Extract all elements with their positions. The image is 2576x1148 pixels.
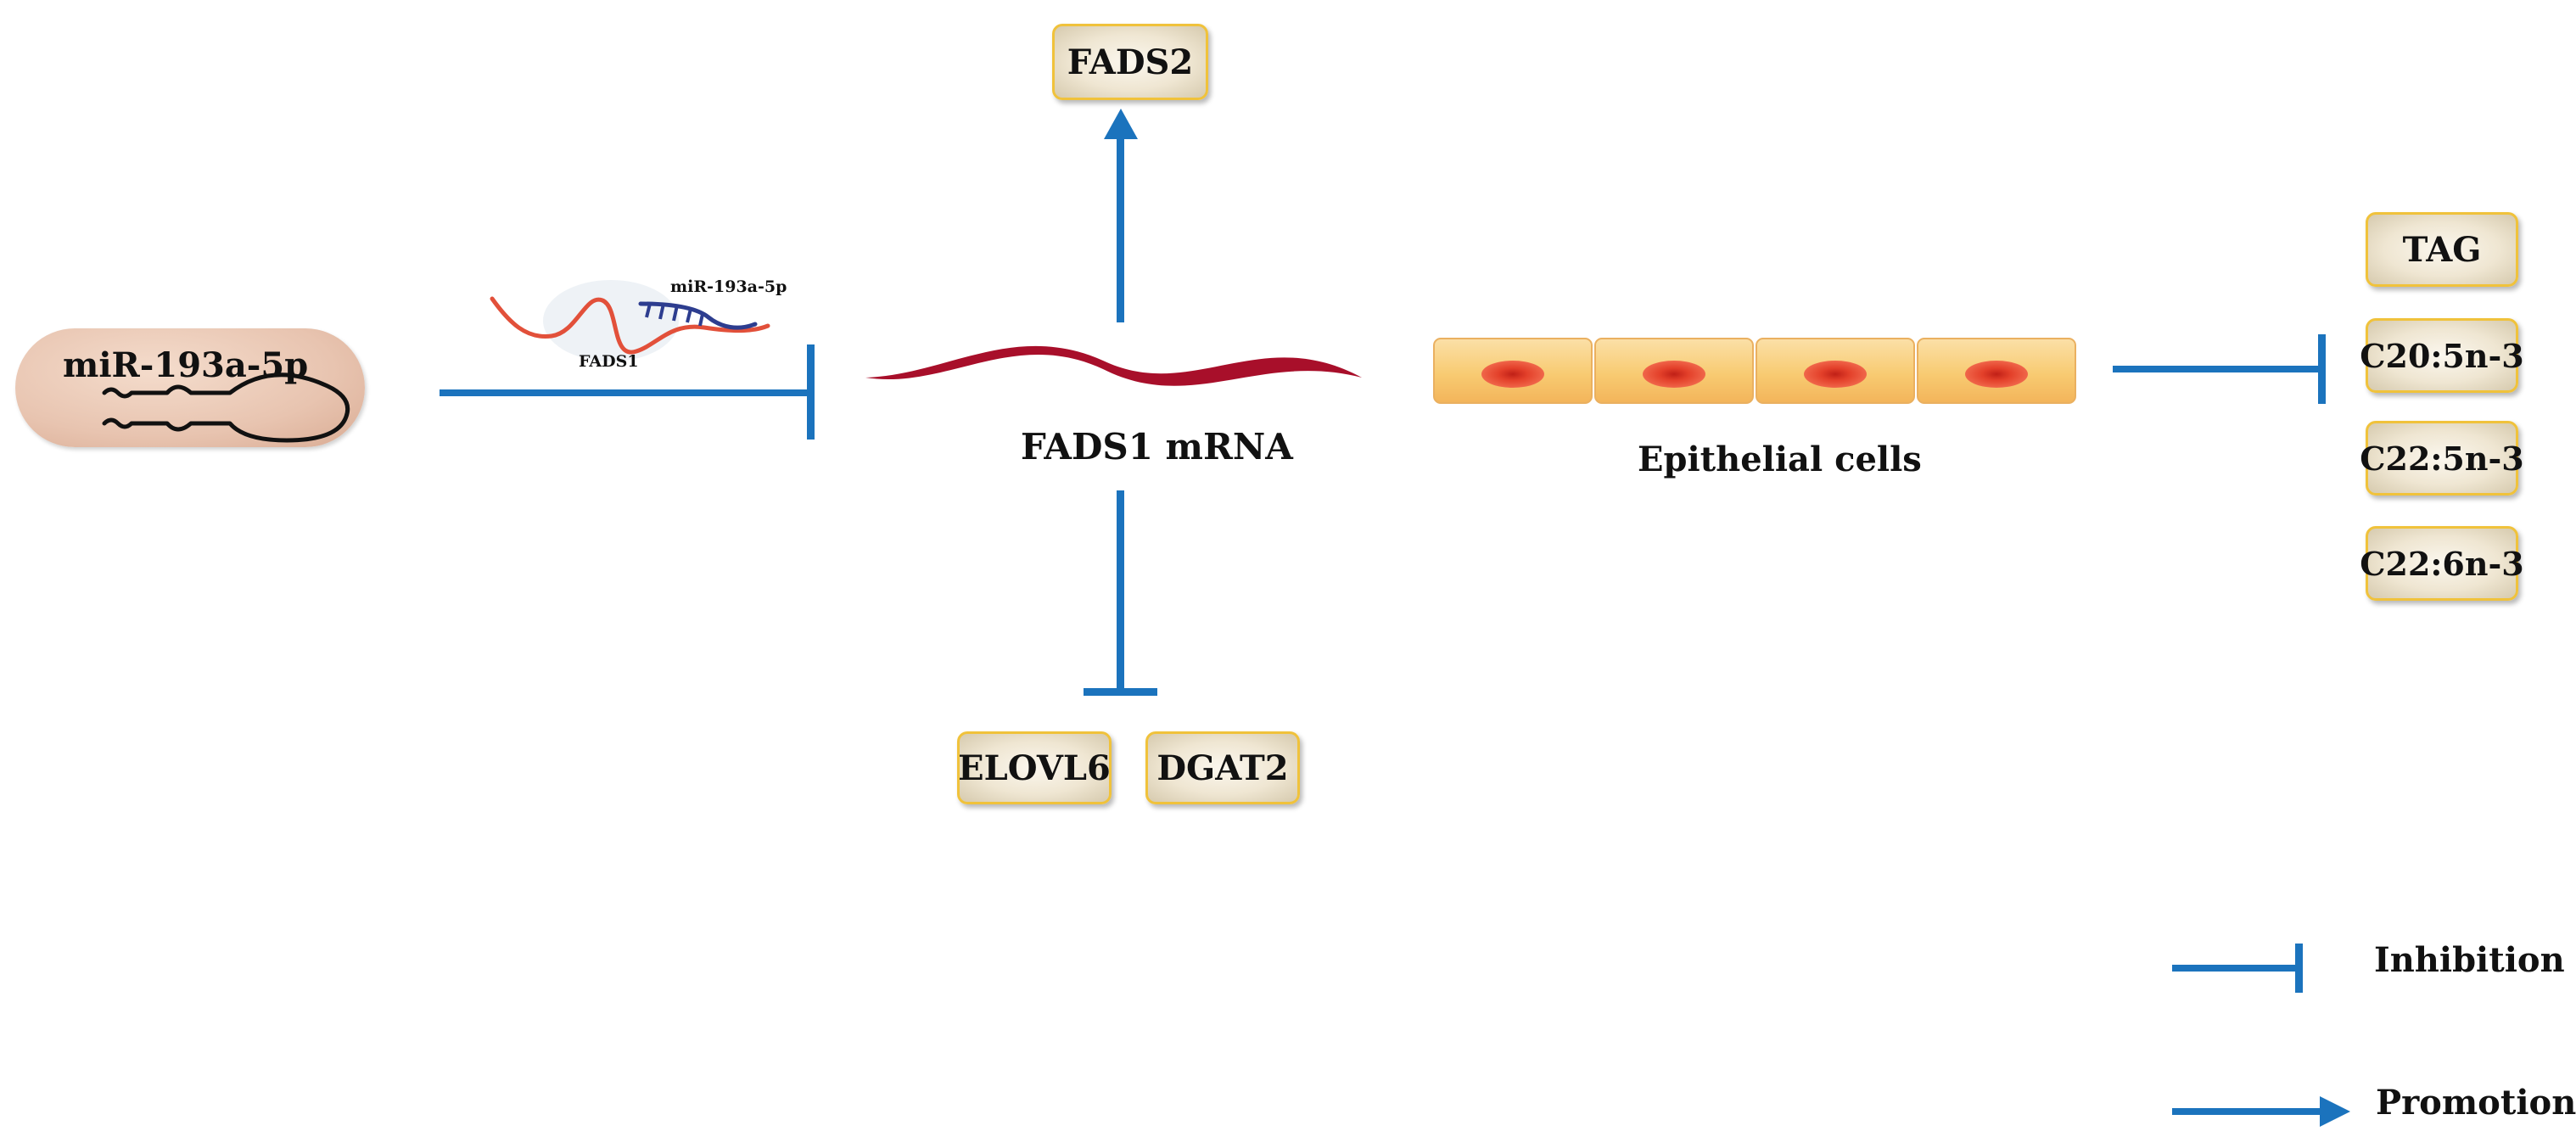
legend-inhibition-shaft: [2172, 965, 2301, 972]
lipid-box-tag: TAG: [2366, 212, 2518, 287]
fads1-mrna-label: FADS1 mRNA: [1021, 426, 1293, 468]
lipid-box-epa: C20:5n-3: [2360, 318, 2524, 393]
mirna-label: miR-193a-5p: [63, 345, 309, 385]
elovl6-box: ELOVL6: [957, 731, 1112, 804]
legend-inhibition-bar: [2295, 944, 2303, 993]
mirna-binding-inset: miR-193a-5p FADS1: [490, 277, 787, 371]
cell-nucleus: [1804, 361, 1867, 388]
promotion-arrow-up-shaft: [1117, 136, 1124, 322]
epithelial-cells-label: Epithelial cells: [1638, 440, 1922, 479]
epithelial-cells-icon: [1433, 338, 2076, 404]
binding-inset-mirna-label: miR-193a-5p: [670, 277, 787, 296]
fads2-box: FADS2: [1052, 24, 1208, 100]
cell-nucleus: [1643, 361, 1705, 388]
inhibition-down-shaft: [1117, 490, 1124, 694]
binding-inset-mrna-label: FADS1: [579, 352, 639, 371]
lipid-inhibition-bar: [2318, 334, 2326, 404]
cell-nucleus: [1481, 361, 1544, 388]
legend-promotion-head: [2320, 1096, 2350, 1127]
legend-inhibition-label: Inhibition: [2374, 940, 2565, 980]
inhibition-arrow-bar: [807, 344, 815, 440]
lipid-box-dha: C22:6n-3: [2360, 526, 2524, 601]
lipid-inhibition-shaft: [2113, 366, 2325, 372]
legend-promotion-label: Promotion: [2376, 1083, 2576, 1123]
binding-inset-mrna-strand: [490, 296, 770, 355]
mirna-pill: miR-193a-5p: [15, 328, 365, 447]
lipid-box-dpa: C22:5n-3: [2360, 421, 2524, 496]
inhibition-arrow-shaft: [440, 389, 813, 396]
dgat2-box: DGAT2: [1145, 731, 1300, 804]
fads1-mrna-wave-icon: [865, 345, 1362, 386]
legend-promotion-shaft: [2172, 1108, 2325, 1115]
hairpin-icon: [102, 372, 350, 443]
promotion-arrow-up-head: [1104, 109, 1138, 139]
binding-inset-glow: [543, 280, 679, 361]
cell-nucleus: [1965, 361, 2028, 388]
inhibition-down-bar: [1084, 688, 1157, 696]
